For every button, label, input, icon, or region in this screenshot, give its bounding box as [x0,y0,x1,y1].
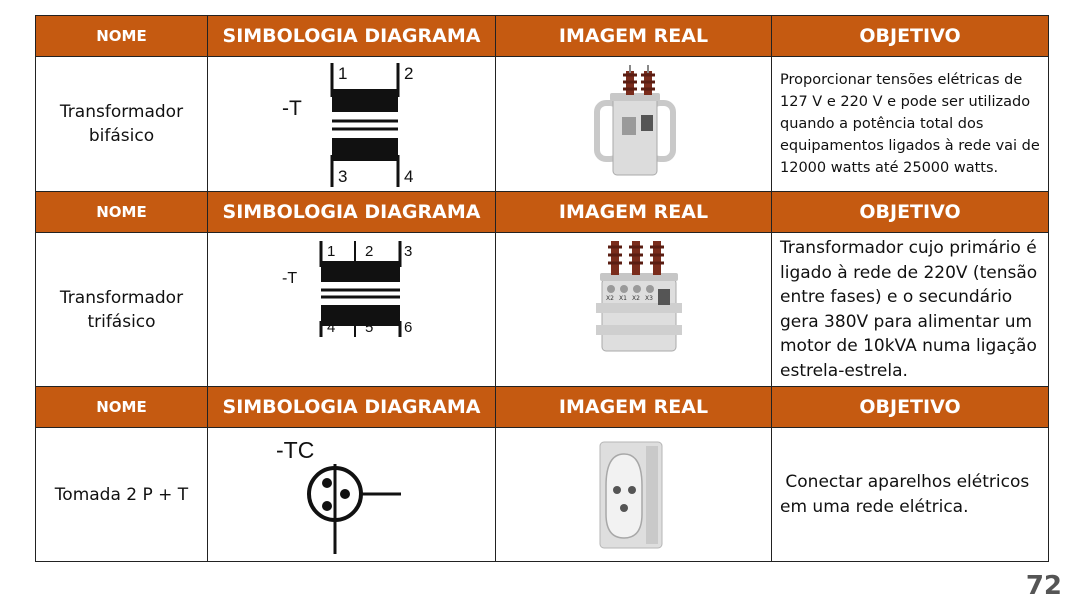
objective-text: Conectar aparelhos elétricos em uma rede… [771,427,1049,562]
header-row: NOME SIMBOLOGIA DIAGRAMA IMAGEM REAL OBJ… [35,386,1049,428]
symbol-tag: -T [282,97,302,120]
header-row: NOME SIMBOLOGIA DIAGRAMA IMAGEM REAL OBJ… [35,15,1049,57]
terminal-label: 4 [404,167,413,186]
equipment-name-line: Tomada 2 P + T [54,484,189,505]
equipment-name-line: Transformador [59,287,184,308]
header-objetivo: OBJETIVO [771,191,1049,233]
header-imagem: IMAGEM REAL [495,15,772,57]
socket-symbol: -TC [207,427,496,562]
equipment-name: Transformador trifásico [35,232,208,387]
terminal-label: 2 [365,243,373,260]
equipment-name-line: trifásico [87,311,156,332]
photo-label: X2 [632,295,640,302]
equipment-table: NOME SIMBOLOGIA DIAGRAMA IMAGEM REAL OBJ… [35,15,1049,562]
header-objetivo: OBJETIVO [771,15,1049,57]
table-row: Transformador trifásico -T 1 2 3 4 5 [35,232,1049,387]
header-simbologia: SIMBOLOGIA DIAGRAMA [207,191,496,233]
photo-label: X1 [619,295,627,302]
transformer-image [594,65,676,176]
terminal-label: 4 [327,319,335,336]
objective-text: Transformador cujo primário é ligado à r… [771,232,1049,387]
three-phase-transformer-symbol: -T 1 2 3 4 5 6 [207,232,496,387]
symbol-tag: -T [282,270,297,287]
header-row: NOME SIMBOLOGIA DIAGRAMA IMAGEM REAL OBJ… [35,191,1049,233]
header-simbologia: SIMBOLOGIA DIAGRAMA [207,386,496,428]
terminal-label: 2 [404,64,413,83]
header-nome: NOME [35,386,208,428]
terminal-label: 3 [404,243,412,260]
table-row: Tomada 2 P + T -TC Conecta [35,427,1049,562]
socket-photo [495,427,772,562]
photo-label: X3 [645,295,653,302]
terminal-label: 3 [338,167,347,186]
header-imagem: IMAGEM REAL [495,386,772,428]
page-number: 72 [1025,571,1062,601]
socket-image [599,441,663,549]
header-simbologia: SIMBOLOGIA DIAGRAMA [207,15,496,57]
header-nome: NOME [35,191,208,233]
header-nome: NOME [35,15,208,57]
header-imagem: IMAGEM REAL [495,191,772,233]
transformer-photo: X2 X1 X2 X3 [495,232,772,387]
photo-label: X2 [606,295,614,302]
terminal-label: 1 [338,64,347,83]
equipment-name-line: Transformador [59,102,184,122]
symbol-tag: -TC [276,437,314,463]
terminal-label: 6 [404,319,412,336]
three-phase-transformer-image: X2 X1 X2 X3 [596,241,682,352]
equipment-name-line: bifásico [88,126,155,146]
terminal-label: 1 [327,243,335,260]
terminal-label: 5 [365,319,373,336]
header-objetivo: OBJETIVO [771,386,1049,428]
transformer-photo [495,56,772,192]
single-phase-transformer-symbol: -T 1 2 3 4 [207,56,496,192]
table-row: Transformador bifásico -T 1 2 3 4 [35,56,1049,192]
equipment-name: Tomada 2 P + T [35,427,208,562]
equipment-name: Transformador bifásico [35,56,208,192]
objective-text: Proporcionar tensões elétricas de 127 V … [771,56,1049,192]
